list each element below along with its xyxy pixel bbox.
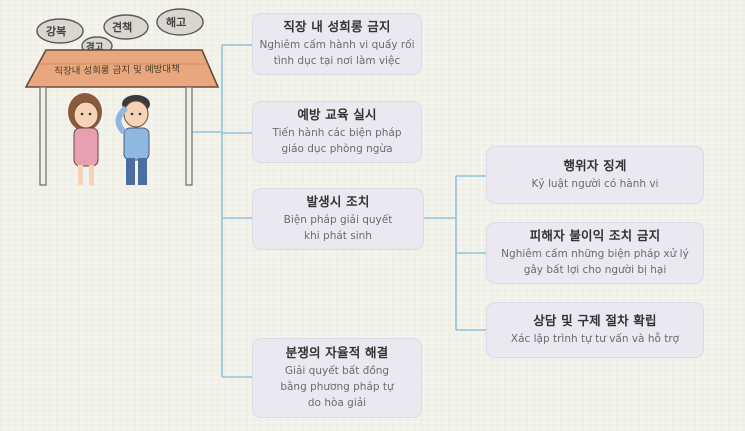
- node-title: 분쟁의 자율적 해결: [285, 345, 389, 360]
- node-title: 상담 및 구제 절차 확립: [533, 313, 657, 328]
- bubble-text: 경고: [86, 42, 104, 53]
- illustration: [24, 8, 220, 186]
- bubble-text: 견책: [112, 21, 133, 34]
- node-title: 행위자 징계: [563, 158, 627, 173]
- node-desc: Biện pháp giải quyết khi phát sinh: [283, 214, 393, 242]
- node-title: 피해자 불이익 조치 금지: [529, 228, 661, 243]
- node-perpetrator-discipline: 행위자 징계 Kỷ luật người có hành vi: [486, 146, 704, 204]
- roof-icon: [24, 49, 220, 88]
- node-desc: Kỷ luật người có hành vi: [531, 178, 659, 190]
- node-victim-protection: 피해자 불이익 조치 금지 Nghiêm cấm những biện pháp…: [486, 222, 704, 284]
- node-counseling-procedure: 상담 및 구제 절차 확립 Xác lập trình tự tư vấn và…: [486, 302, 704, 358]
- node-prevention-education: 예방 교육 실시 Tiến hành các biện pháp giáo dụ…: [252, 101, 422, 163]
- bubble-text: 강복: [46, 25, 67, 38]
- node-desc: Giải quyết bất đồng bằng phương pháp tự …: [280, 365, 394, 409]
- node-title: 발생시 조치: [306, 194, 370, 209]
- node-desc: Tiến hành các biện pháp giáo dục phòng n…: [272, 127, 402, 155]
- woman-figure-icon: [68, 93, 102, 185]
- node-sexual-harassment-ban: 직장 내 성희롱 금지 Nghiêm cấm hành vi quấy rối …: [252, 13, 422, 75]
- node-desc: Xác lập trình tự tư vấn và hỗ trợ: [510, 333, 680, 345]
- node-desc: Nghiêm cấm hành vi quấy rối tình dục tại…: [259, 39, 415, 67]
- node-title: 예방 교육 실시: [297, 107, 377, 122]
- bubble-text: 해고: [166, 16, 187, 29]
- node-title: 직장 내 성희롱 금지: [283, 19, 391, 34]
- node-desc: Nghiêm cấm những biện pháp xử lý gây bất…: [501, 248, 689, 276]
- node-incident-measures: 발생시 조치 Biện pháp giải quyết khi phát sin…: [252, 188, 424, 250]
- man-figure-icon: [115, 95, 150, 185]
- node-dispute-resolution: 분쟁의 자율적 해결 Giải quyết bất đồng bằng phươ…: [252, 338, 422, 418]
